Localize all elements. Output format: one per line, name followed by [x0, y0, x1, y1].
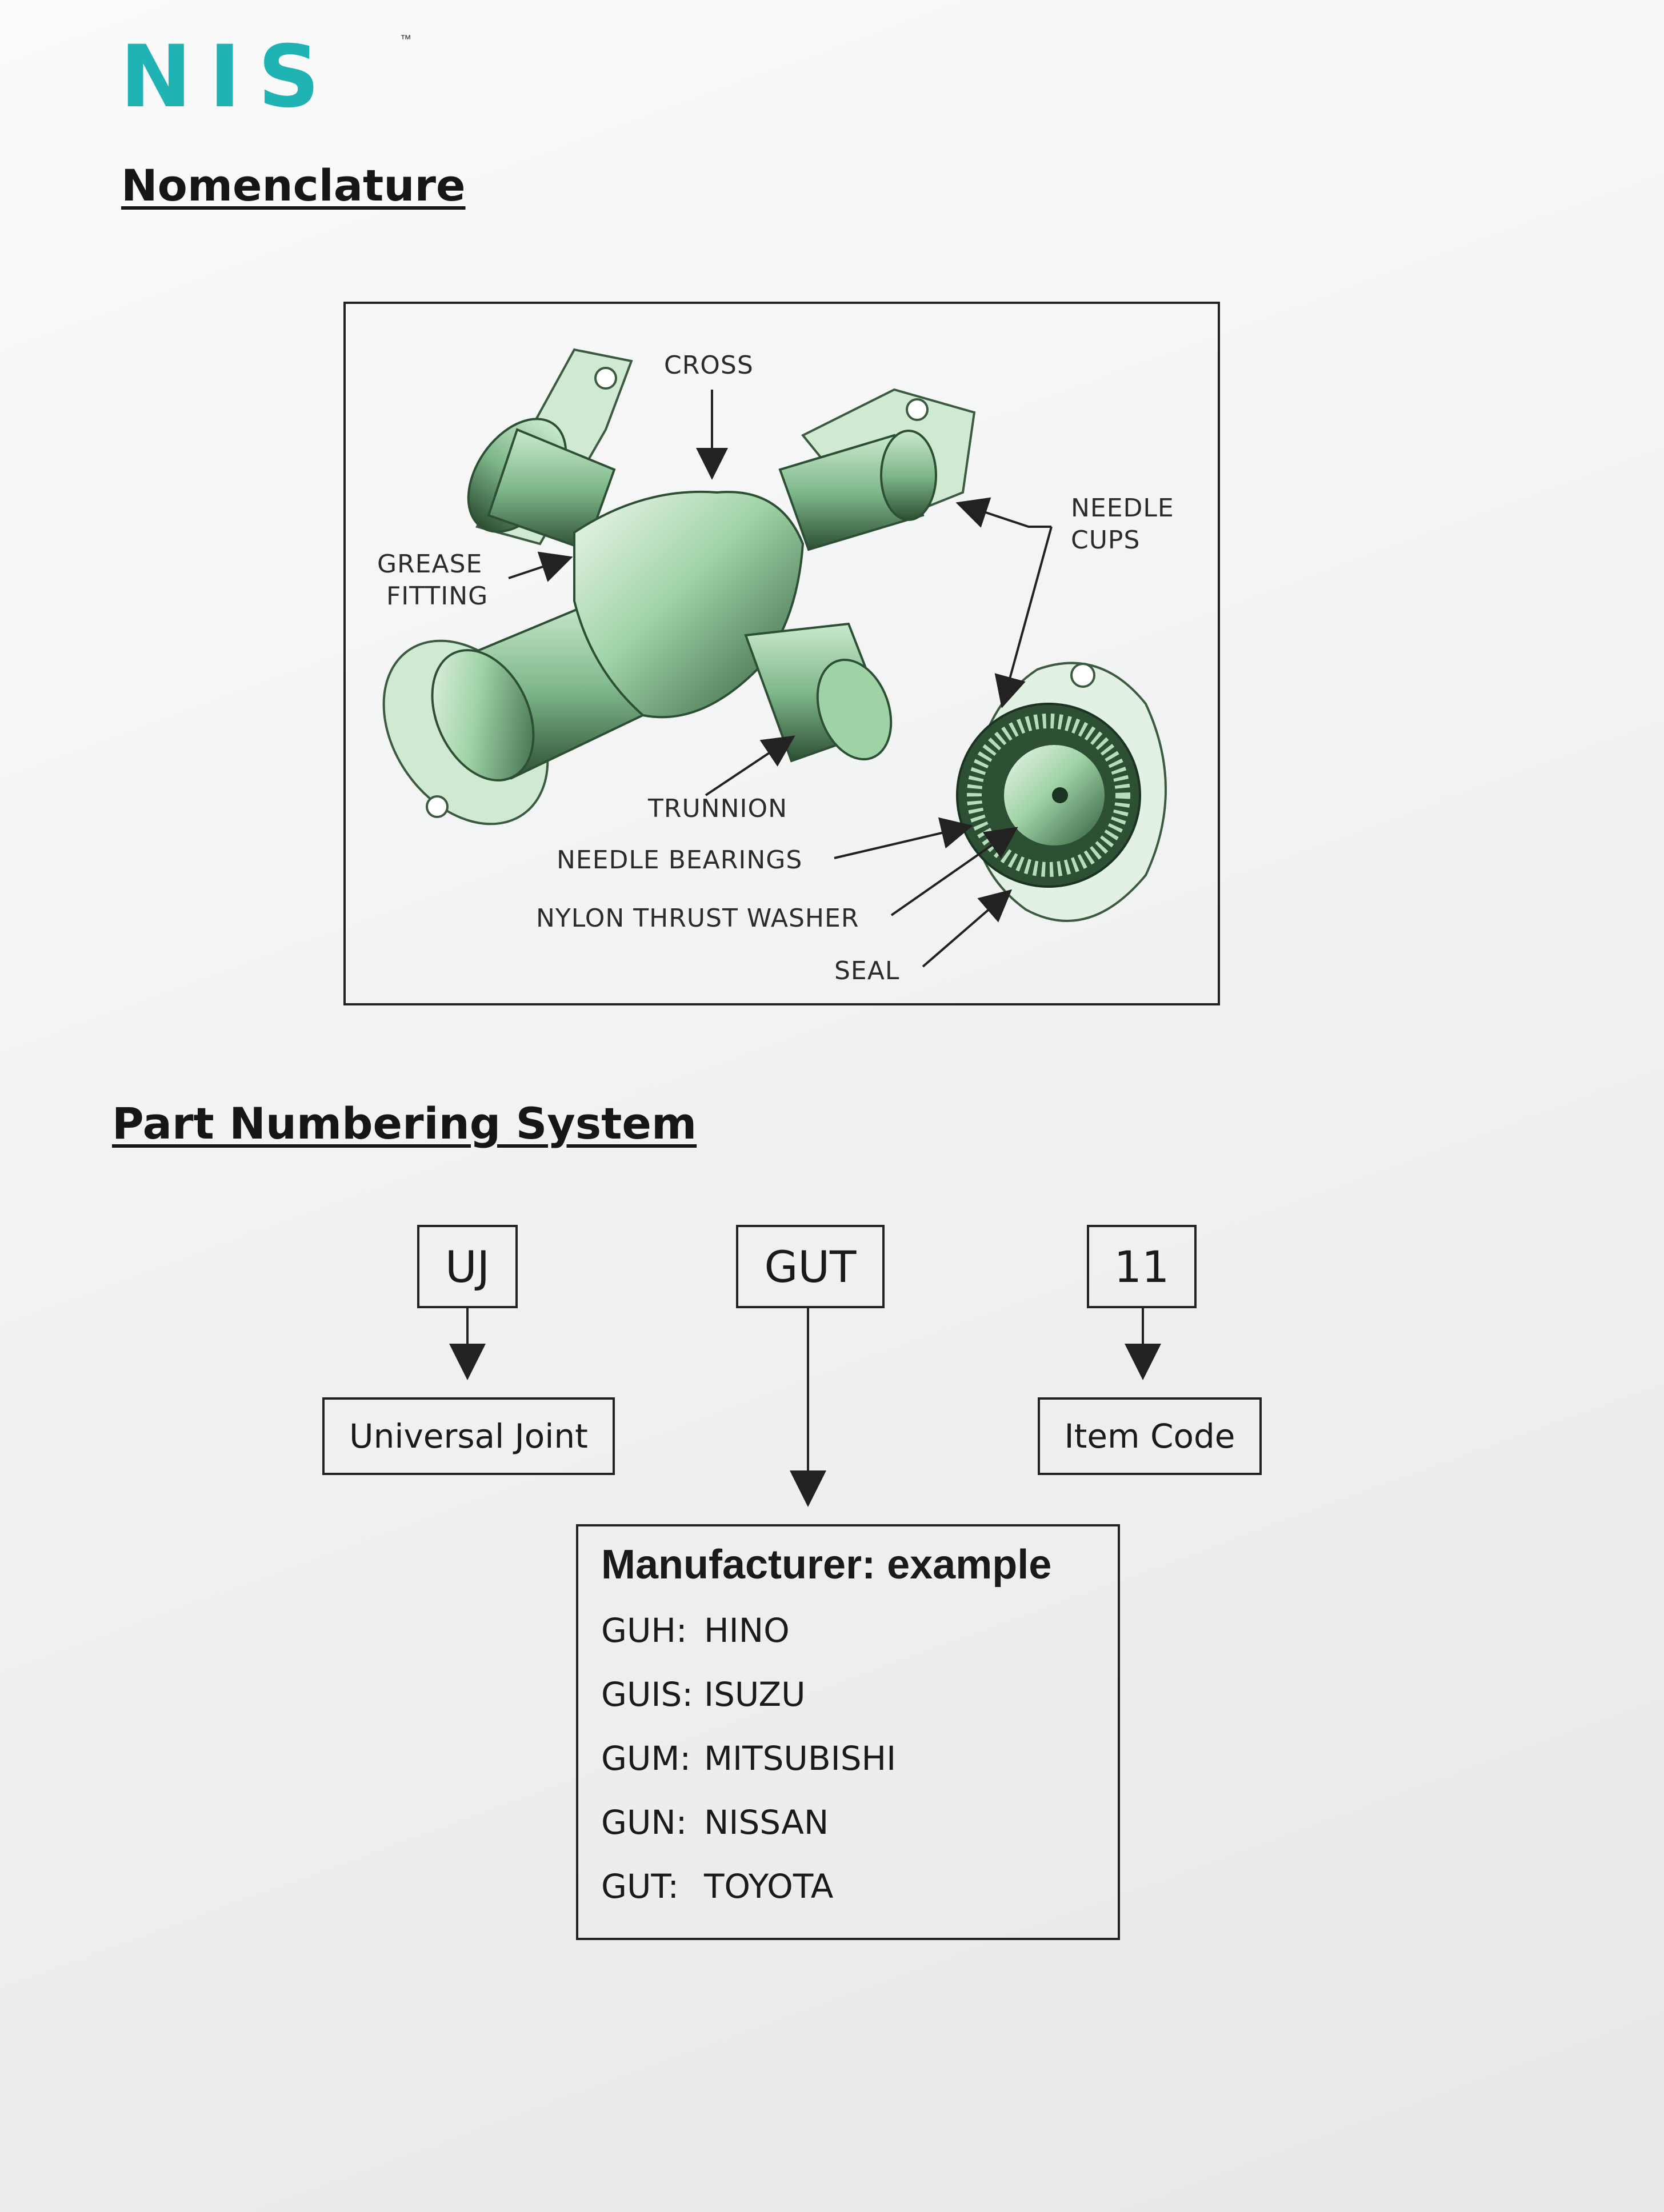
upper-right-cup: [778, 388, 976, 551]
manufacturer-code: GUH:: [601, 1611, 687, 1650]
nomenclature-figure-frame: [343, 302, 1220, 1005]
manufacturer-name: HINO: [704, 1611, 790, 1650]
callout-cross: CROSS: [664, 351, 754, 380]
trunnion: [744, 622, 893, 763]
callout-needle-bearings: NEEDLE BEARINGS: [557, 845, 803, 875]
manufacturer-row: GUN: NISSAN: [601, 1803, 829, 1842]
callout-grease-fitting-line1: GREASE: [377, 550, 483, 579]
item-code-box: Item Code: [1038, 1397, 1262, 1475]
manufacturer-row: GUT: TOYOTA: [601, 1867, 833, 1906]
cross-body: [573, 490, 805, 719]
callout-grease-fitting-line2: FITTING: [386, 582, 489, 611]
upper-left-cup: [467, 348, 633, 551]
manufacturer-code: GUM:: [601, 1739, 691, 1778]
manufacturer-title: Manufacturer: example: [601, 1542, 1052, 1588]
manufacturer-code: GUT:: [601, 1867, 679, 1906]
nomenclature-heading: Nomenclature: [121, 160, 466, 211]
code-box-uj: UJ: [417, 1225, 518, 1308]
callout-needle-cups-line2: CUPS: [1071, 526, 1141, 555]
manufacturer-code: GUIS:: [601, 1675, 693, 1714]
universal-joint-box: Universal Joint: [322, 1397, 615, 1475]
manufacturer-row: GUH: HINO: [601, 1611, 790, 1650]
manufacturer-code: GUN:: [601, 1803, 687, 1842]
manufacturer-box: Manufacturer: example GUH: HINO GUIS: ISUZ…: [576, 1524, 1120, 1940]
leader-lines: [508, 390, 1053, 968]
callout-needle-cups-line1: NEEDLE: [1071, 494, 1174, 523]
code-box-11: 11: [1087, 1225, 1197, 1308]
callout-trunnion: TRUNNION: [648, 794, 788, 823]
nis-logo: NIS: [120, 27, 337, 127]
manufacturer-name: TOYOTA: [704, 1867, 834, 1906]
manufacturer-row: GUM: MITSUBISHI: [601, 1739, 896, 1778]
part-numbering-heading: Part Numbering System: [112, 1098, 697, 1149]
callout-nylon-thrust-washer: NYLON THRUST WASHER: [536, 904, 859, 933]
code-box-gut: GUT: [736, 1225, 885, 1308]
callout-seal: SEAL: [834, 956, 900, 985]
manufacturer-name: MITSUBISHI: [704, 1739, 897, 1778]
trademark-mark: ™: [400, 33, 411, 46]
manufacturer-row: GUIS: ISUZU: [601, 1675, 806, 1714]
manufacturer-name: ISUZU: [704, 1675, 806, 1714]
universal-joint-illustration: [382, 348, 1167, 968]
manufacturer-name: NISSAN: [704, 1803, 829, 1842]
